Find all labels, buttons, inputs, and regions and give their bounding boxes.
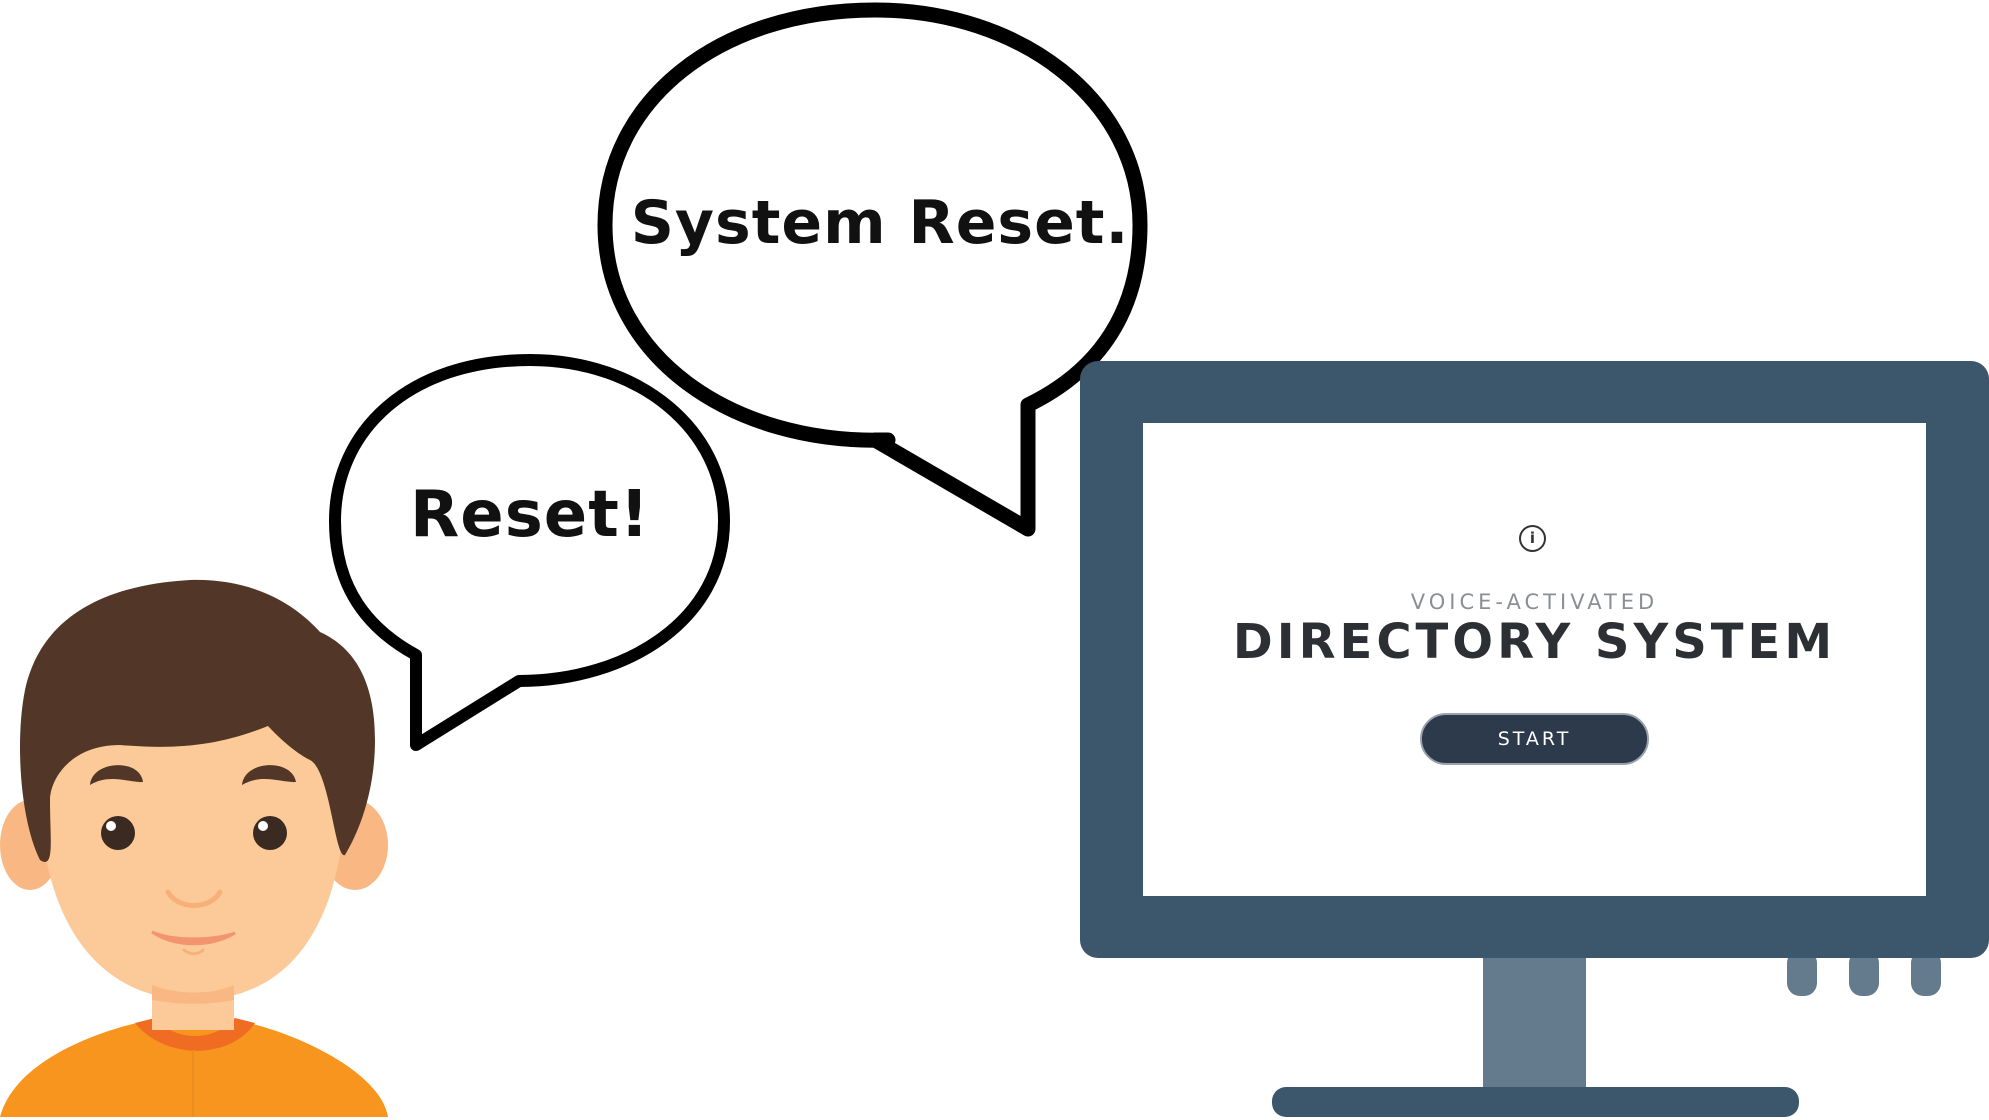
- eyebrow-right: [242, 765, 296, 785]
- eye-right-highlight: [258, 821, 268, 831]
- start-button[interactable]: START: [1420, 713, 1649, 765]
- monitor-stand-base: [1272, 1087, 1799, 1117]
- speech-text-small: Reset!: [410, 478, 650, 552]
- screen-subtitle: VOICE-ACTIVATED: [1410, 590, 1659, 614]
- eye-left-highlight: [106, 821, 116, 831]
- mouth: [151, 930, 236, 946]
- neck-shadow: [152, 985, 234, 1004]
- speech-text-large: System Reset.: [630, 188, 1130, 258]
- eyebrow-left: [90, 765, 143, 785]
- monitor-screen: i VOICE-ACTIVATED DIRECTORY SYSTEM START: [1143, 423, 1926, 896]
- eye-right: [253, 816, 287, 850]
- speech-bubble-large: [597, 2, 1148, 537]
- info-icon[interactable]: i: [1519, 525, 1546, 552]
- nose: [165, 889, 223, 908]
- monitor-port: [1787, 950, 1817, 996]
- speech-bubble-small: [329, 354, 730, 751]
- collar: [135, 1018, 255, 1051]
- hair: [20, 579, 375, 862]
- monitor-port: [1849, 950, 1879, 996]
- eye-left: [101, 816, 135, 850]
- monitor-stand-neck: [1483, 952, 1586, 1096]
- chin-line: [182, 948, 205, 956]
- person-avatar: [0, 579, 388, 1117]
- monitor-port: [1911, 950, 1941, 996]
- screen-title: DIRECTORY SYSTEM: [1232, 614, 1837, 670]
